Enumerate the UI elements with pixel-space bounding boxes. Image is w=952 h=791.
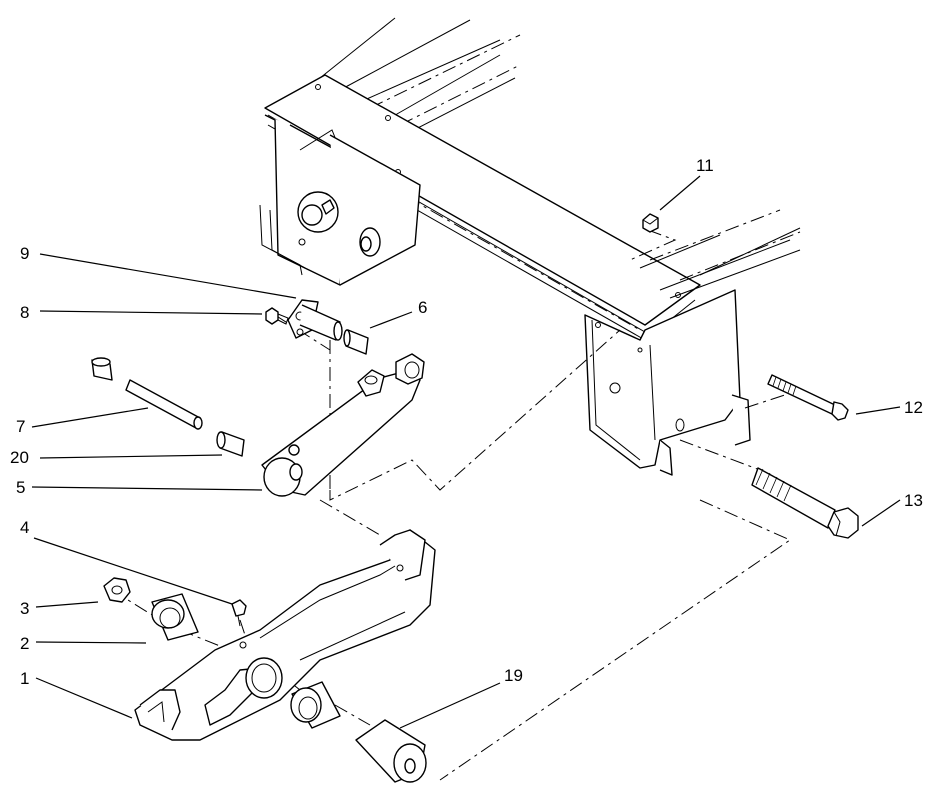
callout-9: 9 bbox=[20, 244, 29, 263]
callout-11: 11 bbox=[696, 156, 714, 175]
callout-4: 4 bbox=[20, 518, 29, 537]
bushing-19-inner bbox=[290, 681, 341, 729]
bushing-20 bbox=[216, 431, 245, 457]
callout-labels: 1 2 3 4 5 6 7 8 9 11 12 13 19 20 bbox=[10, 156, 923, 688]
bushing-6 bbox=[343, 329, 369, 355]
callout-19: 19 bbox=[504, 666, 523, 685]
nut-11 bbox=[642, 213, 659, 233]
cap-screw-8 bbox=[265, 307, 289, 325]
grease-fitting-4 bbox=[231, 599, 247, 627]
callout-13: 13 bbox=[904, 491, 923, 510]
bushing-7-top bbox=[91, 357, 113, 381]
cylinder-5 bbox=[261, 353, 425, 497]
bushing-2 bbox=[151, 593, 199, 641]
bolt-13 bbox=[751, 467, 859, 539]
leader-lines bbox=[31, 175, 901, 729]
bushing-19 bbox=[355, 719, 427, 783]
callout-12: 12 bbox=[904, 398, 923, 417]
callout-2: 2 bbox=[20, 634, 29, 653]
callout-7: 7 bbox=[16, 417, 25, 436]
callout-5: 5 bbox=[16, 478, 25, 497]
frame-assembly bbox=[259, 17, 801, 476]
nut-3 bbox=[103, 577, 131, 603]
callout-20: 20 bbox=[10, 448, 29, 467]
callout-8: 8 bbox=[20, 303, 29, 322]
callout-1: 1 bbox=[20, 669, 29, 688]
arm-1 bbox=[134, 529, 436, 741]
callout-3: 3 bbox=[20, 599, 29, 618]
pin-7 bbox=[125, 379, 203, 430]
pin-plate-9 bbox=[287, 299, 343, 341]
bolt-12 bbox=[767, 374, 849, 421]
callout-6: 6 bbox=[418, 298, 427, 317]
